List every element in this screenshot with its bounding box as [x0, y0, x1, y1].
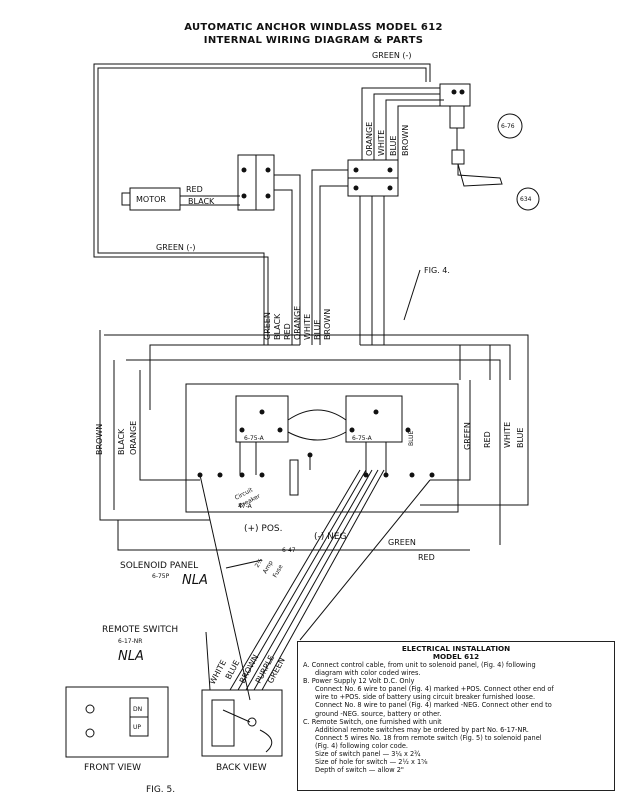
instruction-line: diagram with color coded wires.	[315, 669, 421, 678]
installation-instructions: ELECTRICAL INSTALLATION MODEL 612 A. Con…	[297, 641, 615, 791]
solenoid-right	[345, 395, 403, 443]
label-part-634: 634	[520, 196, 532, 203]
instruction-line: Connect No. 8 wire to panel (Fig. 4) mar…	[315, 701, 552, 710]
label-fig5: FIG. 5.	[146, 785, 175, 795]
label-back-view: BACK VIEW	[216, 763, 267, 773]
remote-switch-front	[65, 686, 169, 758]
instruction-line: Size of switch panel — 3¼ x 2¾	[315, 750, 421, 759]
label-remote-part: 6-17-NR	[118, 638, 142, 645]
instructions-model: MODEL 612	[432, 652, 480, 661]
cam-lever	[457, 163, 503, 187]
label-panel-white: WHITE	[503, 422, 512, 448]
label-sol-left: 6-75-A	[244, 435, 265, 442]
label-panel-orange: ORANGE	[129, 421, 138, 455]
remote-switch-back	[201, 689, 283, 757]
solenoid-left	[235, 395, 289, 443]
green-top-wire	[93, 63, 431, 247]
part-634-callout	[516, 187, 540, 211]
instruction-line: A. Connect control cable, from unit to s…	[303, 661, 536, 669]
label-cable-blue: BLUE	[313, 320, 322, 340]
part-676-callout	[497, 113, 523, 139]
instruction-line: Connect No. 6 wire to panel (Fig. 4) mar…	[315, 685, 554, 694]
label-fuse-3: Fuse	[272, 563, 285, 579]
label-cable-white: WHITE	[303, 314, 312, 340]
front-screw-bottom	[85, 728, 95, 738]
label-breaker-part: 47-A	[238, 503, 253, 510]
label-solenoid-part: 6-75P	[152, 573, 170, 580]
label-brown-top: BROWN	[401, 125, 410, 156]
label-pos: (+) POS.	[244, 524, 283, 534]
label-fuse-part: 6-47	[282, 547, 296, 554]
label-sol-blue: BLUE	[408, 430, 415, 446]
instruction-line: Size of hole for switch — 2½ x 1⅝	[315, 758, 428, 767]
instructions-heading: ELECTRICAL INSTALLATION	[401, 644, 511, 653]
instruction-line: wire to +POS. side of battery using circ…	[315, 693, 536, 702]
label-part-676: 6-76	[501, 123, 515, 130]
label-cable-black: BLACK	[273, 313, 282, 340]
label-switch-dn: DN	[133, 706, 142, 713]
label-green-bottom: GREEN	[388, 538, 416, 547]
fig4-leader	[403, 269, 421, 321]
label-red-bottom: RED	[418, 553, 435, 562]
label-solenoid-nla: NLA	[182, 573, 208, 588]
label-blue-top: BLUE	[389, 136, 398, 156]
diagram-subtitle: INTERNAL WIRING DIAGRAM & PARTS	[203, 35, 424, 46]
label-panel-red: RED	[483, 431, 492, 448]
label-fuse-1: 2½	[254, 557, 265, 569]
label-orange-top: ORANGE	[365, 122, 374, 156]
label-white-top: WHITE	[377, 130, 386, 156]
solenoid-panel	[185, 383, 459, 513]
label-red-motor: RED	[186, 185, 203, 194]
label-cable-orange: ORANGE	[293, 306, 302, 340]
circuit-breaker	[289, 459, 299, 496]
label-switch-up: UP	[133, 724, 141, 731]
label-sol-right: 6-75-A	[352, 435, 373, 442]
label-black-motor: BLACK	[188, 197, 215, 206]
label-neg: (-) NEG	[314, 532, 347, 542]
label-remote-nla: NLA	[118, 649, 144, 664]
label-cable-green: GREEN	[263, 312, 272, 340]
label-motor: MOTOR	[136, 195, 166, 204]
label-panel-black: BLACK	[117, 428, 126, 455]
limit-switch	[439, 83, 471, 107]
label-green-top: GREEN (-)	[372, 51, 412, 60]
label-fig4: FIG. 4.	[424, 266, 450, 275]
instruction-line: Additional remote switches may be ordere…	[315, 725, 529, 734]
front-screw-top	[85, 704, 95, 714]
instruction-line: B. Power Supply 12 Volt D.C. Only	[303, 677, 415, 686]
instruction-line: (Fig. 4) following color code.	[315, 741, 409, 750]
label-cable-red: RED	[283, 323, 292, 340]
instruction-line: Connect 5 wires No. 18 from remote switc…	[315, 733, 542, 742]
label-panel-brown: BROWN	[95, 424, 104, 455]
label-front-view: FRONT VIEW	[84, 763, 141, 773]
label-panel-blue: BLUE	[516, 428, 525, 448]
label-cable-brown: BROWN	[323, 309, 332, 340]
label-solenoid-panel: SOLENOID PANEL	[120, 561, 198, 571]
label-remote-switch: REMOTE SWITCH	[102, 625, 178, 635]
label-rw-white: WHITE	[208, 659, 228, 686]
label-panel-green: GREEN	[463, 422, 472, 450]
diagram-title: AUTOMATIC ANCHOR WINDLASS MODEL 612	[184, 22, 443, 33]
instruction-line: C. Remote Switch, one furnished with uni…	[303, 717, 442, 726]
label-green-left: GREEN (-)	[156, 243, 196, 252]
instruction-line: Depth of switch — allow 2"	[315, 766, 404, 775]
instruction-line: ground -NEG. source, battery or other.	[315, 709, 442, 718]
